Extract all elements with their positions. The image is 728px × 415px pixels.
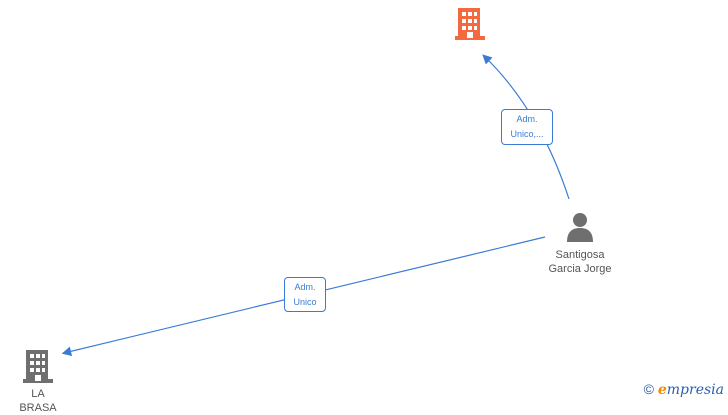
company-la-brasa-label: LA BRASA (19, 388, 57, 414)
person-name-line1: Santigosa (555, 249, 605, 261)
edge-label-bottom-line2: Unico (293, 297, 317, 307)
person-icon (567, 213, 593, 242)
brand-initial: e (657, 382, 667, 398)
edge-label-bottom[interactable]: Adm. Unico (284, 277, 326, 312)
building-icon (455, 8, 485, 40)
brand-name: mpresia (666, 382, 724, 398)
empresia-watermark: © empresia (644, 381, 724, 398)
building-icon (23, 350, 53, 383)
edge-label-top-line1: Adm. (516, 114, 538, 124)
company-node-top[interactable] (452, 6, 488, 42)
person-node[interactable]: Santigosa Garcia Jorge (530, 211, 630, 276)
relationship-edges (61, 54, 570, 356)
person-name-line2: Garcia Jorge (548, 263, 612, 275)
copyright-symbol: © (643, 381, 654, 397)
edge-label-bottom-line1: Adm. (294, 282, 316, 292)
edge-label-top-line2: Unico,... (510, 129, 544, 139)
company-node-la-brasa[interactable]: LA BRASA (14, 348, 62, 415)
edge-label-top[interactable]: Adm. Unico,... (501, 109, 553, 145)
